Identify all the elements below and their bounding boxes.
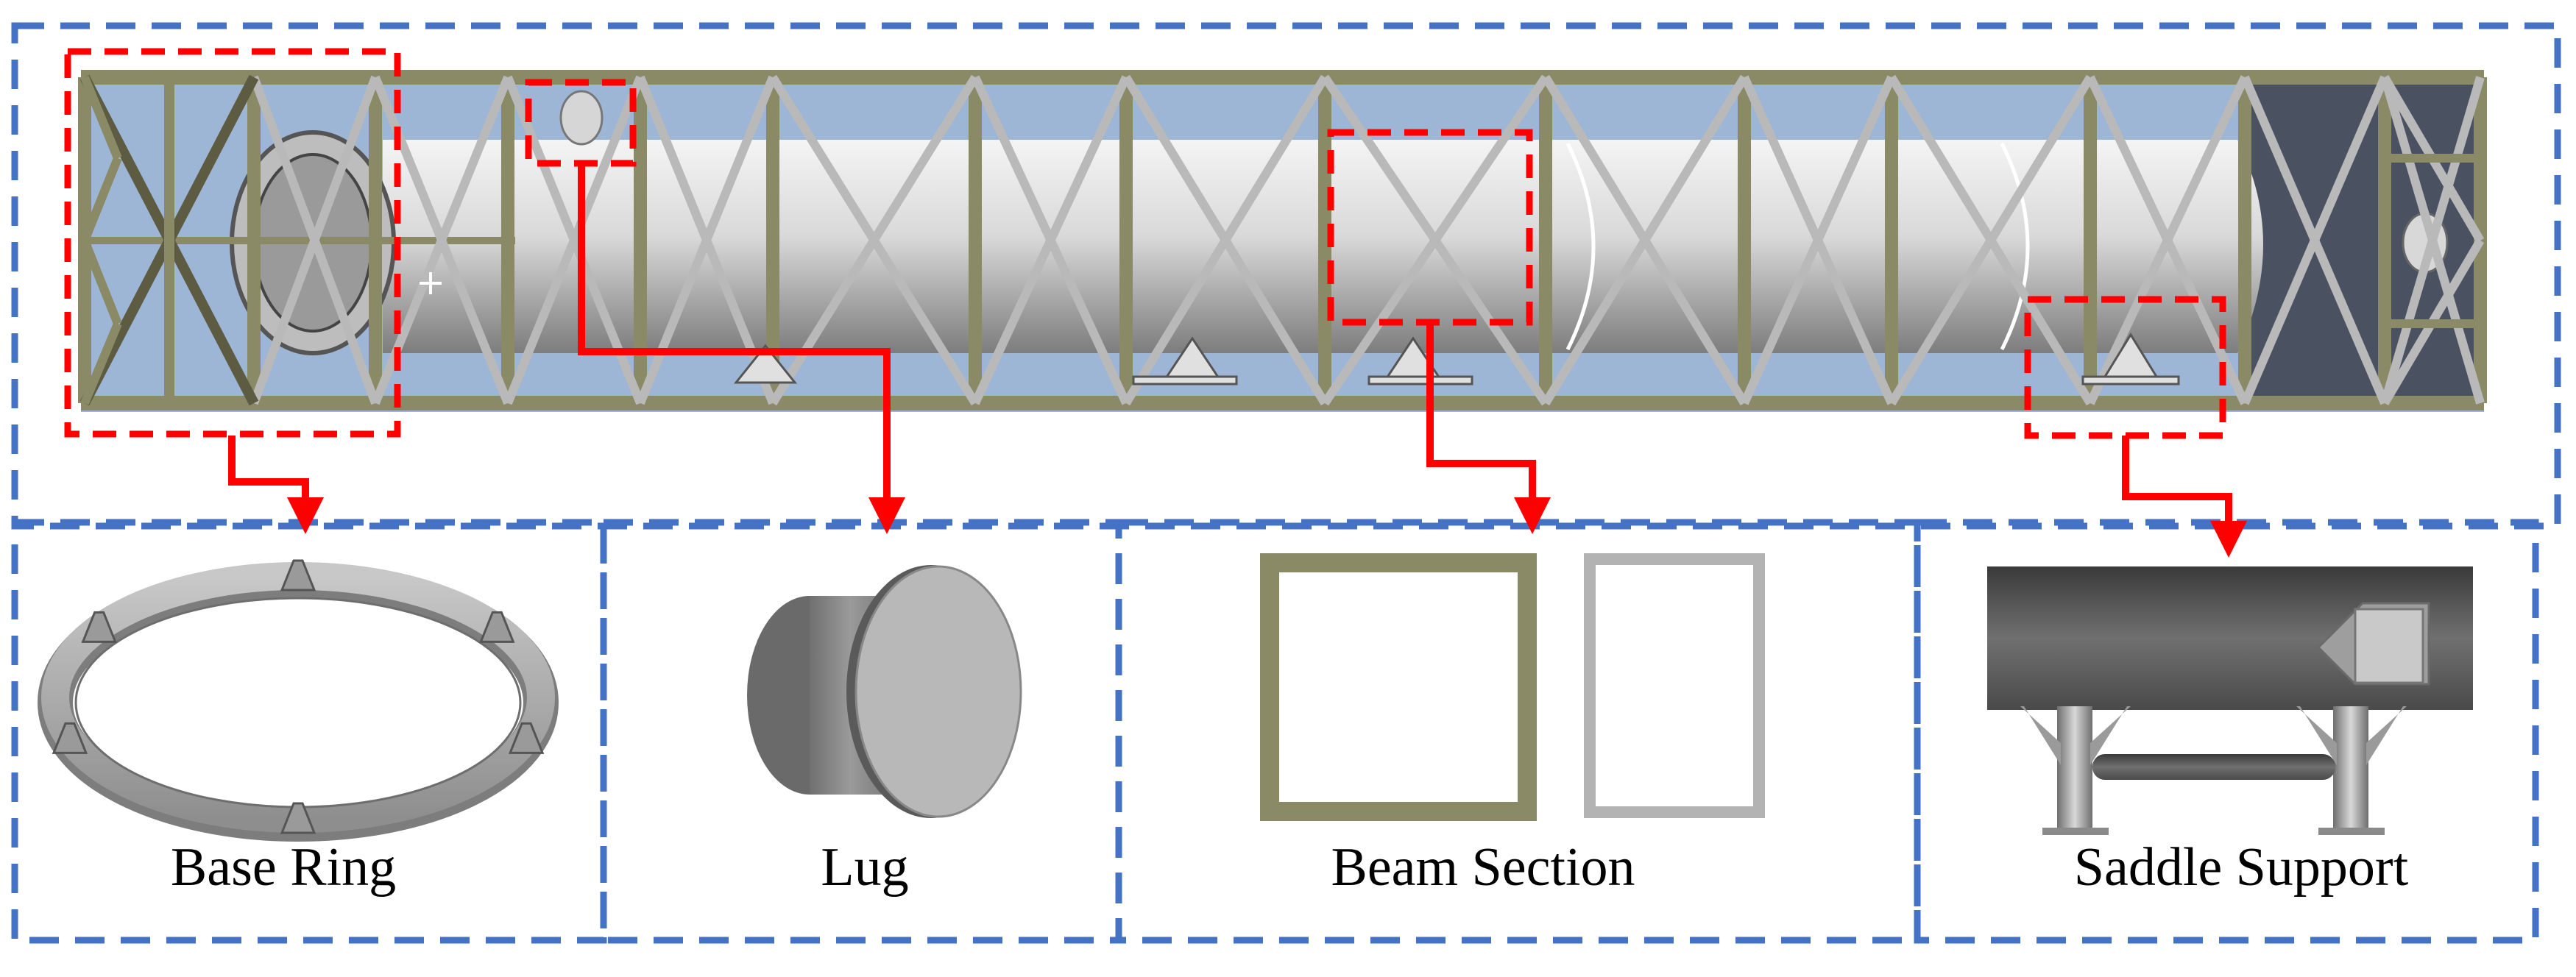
truss-diagonal — [503, 75, 645, 405]
truss-end-chevron — [80, 238, 122, 326]
caption-saddle-support: Saddle Support — [2073, 837, 2409, 898]
vessel — [230, 130, 2449, 355]
panel-borders — [11, 22, 2561, 944]
callout-arrows — [228, 163, 2247, 558]
truss-diagonal — [1541, 74, 1749, 406]
truss-end-chevron — [80, 156, 122, 243]
overview-lug — [559, 90, 604, 146]
arrow-beam-section — [1426, 322, 1551, 534]
callout-box-base-ring — [64, 48, 401, 438]
arrow-base-ring — [228, 436, 324, 534]
overview-panel — [11, 22, 2561, 530]
crosshair-marker — [420, 272, 442, 294]
truss-diagonal — [1122, 74, 1329, 406]
truss-diagonal — [1887, 74, 2095, 406]
truss-end-chevron — [80, 75, 122, 160]
caption-lug: Lug — [821, 837, 909, 898]
beam-section-square — [1260, 553, 1537, 821]
callout-box-saddle — [2024, 296, 2226, 439]
saddle-support-illustration — [1987, 566, 2473, 835]
panel-beam-section — [1115, 519, 1921, 944]
beam-section-rectangular — [1584, 553, 1765, 818]
caption-beam-section: Beam Section — [1331, 837, 1635, 898]
base-ring-illustration — [38, 559, 559, 842]
caption-base-ring: Base Ring — [170, 837, 397, 898]
truss-diagonal — [2380, 76, 2485, 405]
panel-saddle-support — [1914, 519, 2539, 944]
base-ring-gusset — [280, 802, 316, 834]
base-ring-gusset — [479, 611, 515, 643]
base-ring-gusset — [280, 559, 316, 591]
lug-illustration — [747, 565, 1022, 818]
truss-diagonal — [2086, 75, 2249, 405]
arrow-saddle — [2122, 436, 2247, 558]
truss-diagonal — [2240, 75, 2389, 405]
overview-model — [78, 70, 2487, 412]
panel-lug — [600, 519, 1122, 944]
base-ring-gusset — [52, 722, 88, 754]
beam-section-illustration — [1260, 553, 1765, 821]
base-ring-gussets — [52, 559, 545, 834]
truss-diagonal — [1740, 75, 1896, 405]
truss-end-chevron — [80, 321, 122, 405]
base-ring-gusset — [81, 611, 117, 643]
base-ring-gusset — [508, 722, 545, 754]
arrow-lug — [578, 163, 905, 534]
truss-diagonal — [1321, 74, 1549, 406]
truss-diagonal — [971, 75, 1130, 405]
truss-diagonal — [250, 75, 380, 405]
